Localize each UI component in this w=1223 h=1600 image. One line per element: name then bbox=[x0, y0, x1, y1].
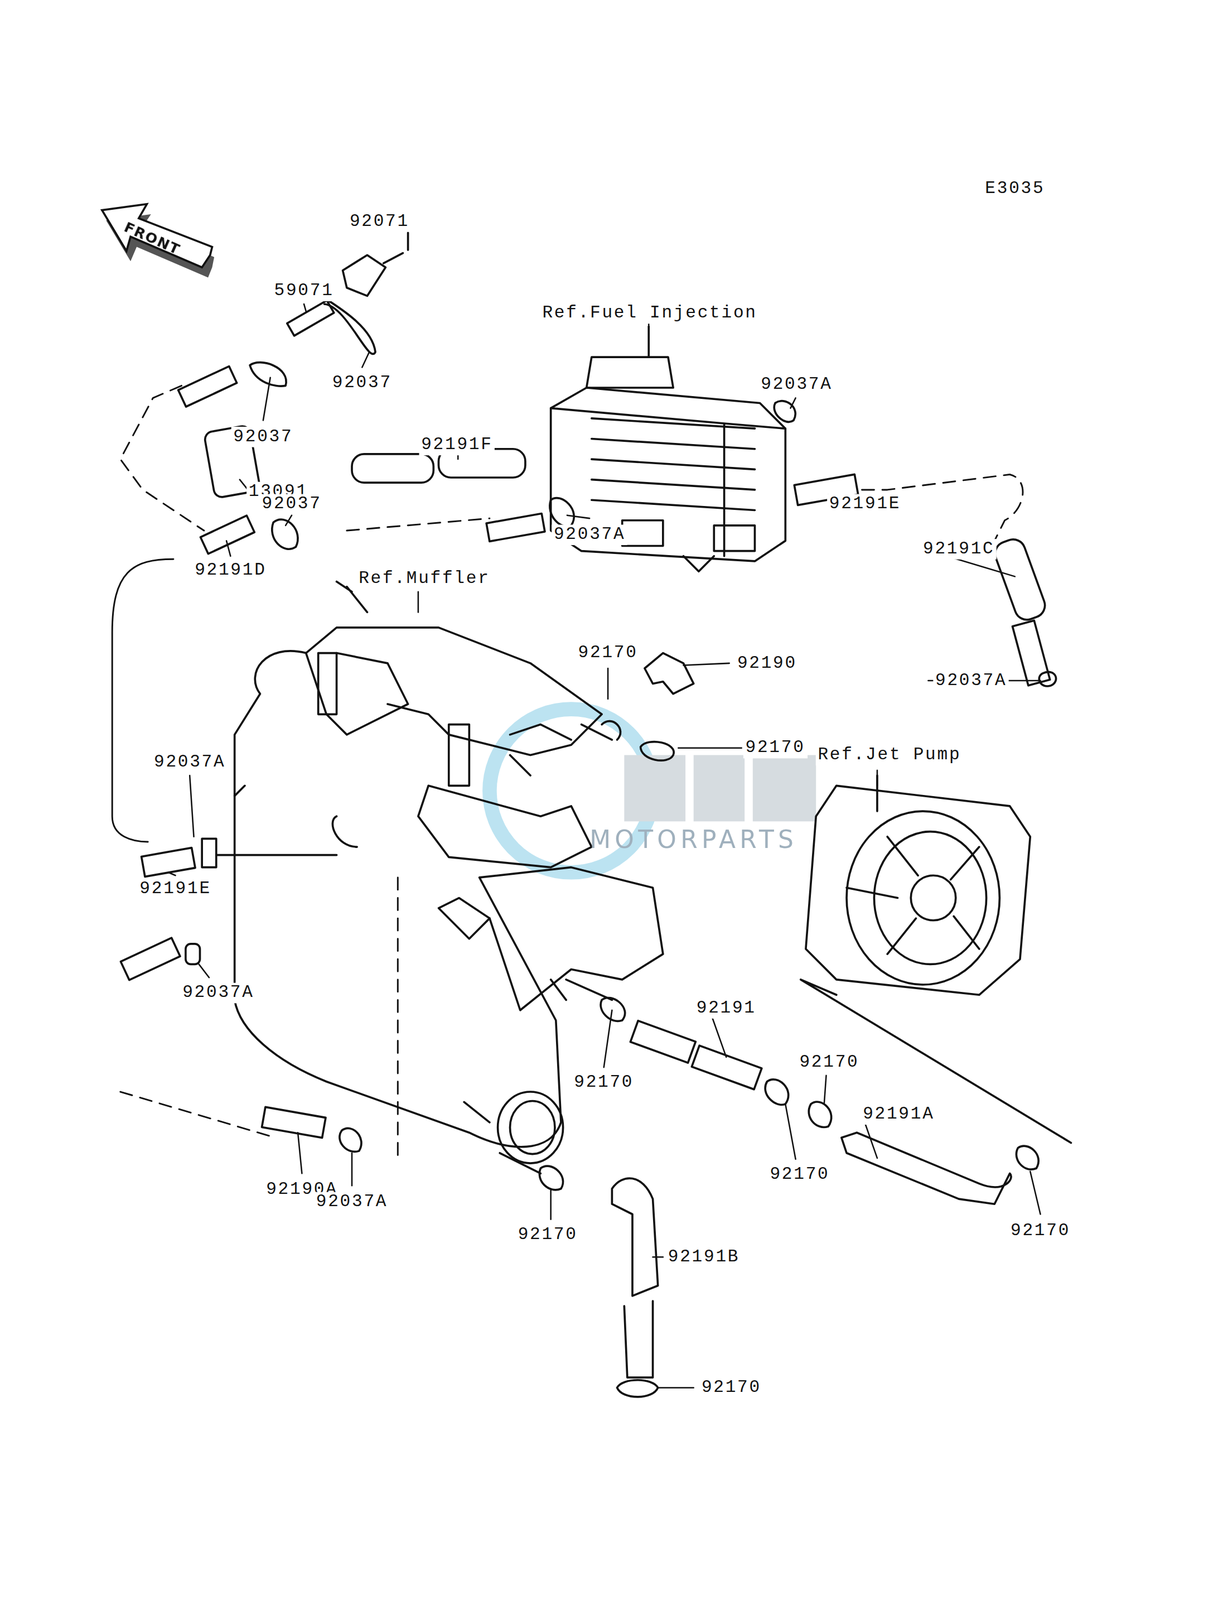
jet-pump bbox=[800, 775, 1072, 1143]
callout-number: 92037A bbox=[551, 524, 628, 545]
hose-line bbox=[112, 558, 174, 842]
callout-number: 92191B bbox=[665, 1246, 742, 1267]
callout-number: 92191E bbox=[137, 878, 214, 899]
callout-number: 92191 bbox=[694, 997, 758, 1018]
callout-number: 92170 bbox=[515, 1224, 580, 1245]
hose-route bbox=[120, 385, 1023, 1158]
callout-number: 92071 bbox=[347, 211, 412, 232]
leader-lines bbox=[168, 234, 1041, 1388]
reference-note: Ref.Jet Pump bbox=[815, 745, 964, 766]
callout-number: 92170 bbox=[767, 1163, 832, 1184]
callout-number: 92191C bbox=[920, 538, 997, 559]
callout-number: 92170 bbox=[1008, 1220, 1072, 1241]
callout-number: 92037 bbox=[231, 426, 296, 447]
callout-number: 92191D bbox=[192, 560, 269, 581]
callout-number: 92037A bbox=[759, 374, 835, 395]
watermark: MOTORPARTS bbox=[587, 826, 800, 855]
callout-number: 92170 bbox=[797, 1051, 862, 1072]
muffler bbox=[234, 581, 664, 1164]
callout-number: 92037A bbox=[933, 670, 1009, 691]
callout-number: 92170 bbox=[743, 737, 807, 758]
callout-number: 92190 bbox=[735, 653, 799, 674]
callout-number: 92037A bbox=[313, 1191, 390, 1212]
fittings-hoses bbox=[120, 653, 1039, 1397]
callout-number: 92170 bbox=[572, 1072, 636, 1093]
callout-number: 92191E bbox=[827, 494, 903, 515]
callout-number: 92037 bbox=[330, 372, 394, 393]
callout-number: 92170 bbox=[699, 1377, 763, 1398]
callout-number: 92037 bbox=[259, 494, 324, 515]
callout-number: 92191A bbox=[860, 1103, 937, 1124]
reference-note: Ref.Muffler bbox=[356, 568, 492, 589]
front-arrow: FRONT bbox=[99, 201, 215, 284]
small-parts bbox=[178, 232, 1057, 686]
callout-number: 92037A bbox=[151, 751, 228, 772]
diagram-code: E3035 bbox=[983, 178, 1047, 199]
reference-note: Ref.Fuel Injection bbox=[540, 303, 760, 324]
callout-number: 59071 bbox=[272, 280, 336, 301]
callout-number: 92037A bbox=[180, 982, 257, 1003]
watermark-logo bbox=[489, 708, 816, 873]
callout-number: 92170 bbox=[576, 643, 640, 664]
callout-number: 92191F bbox=[419, 434, 496, 456]
ecu-unit bbox=[550, 326, 786, 572]
